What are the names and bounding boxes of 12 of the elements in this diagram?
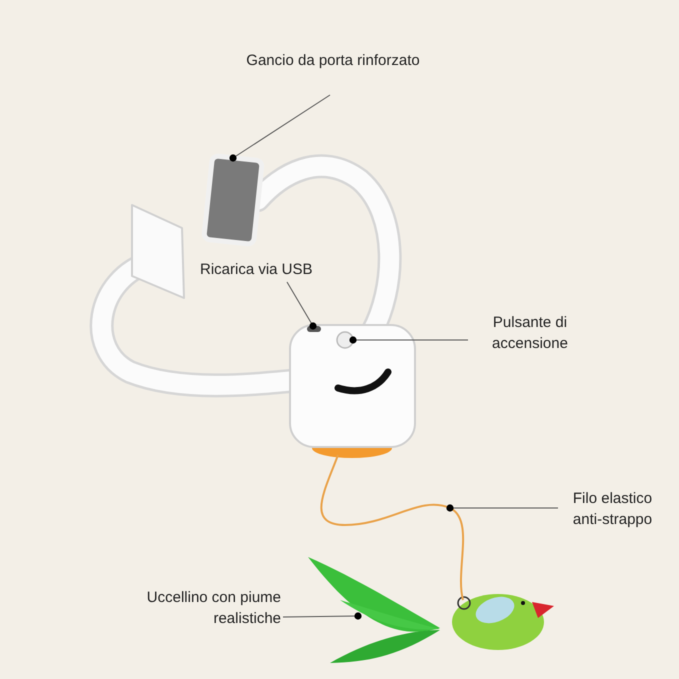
feather-tail: [308, 557, 440, 663]
leader-line: [229, 94, 330, 162]
leader-line: [286, 282, 317, 330]
callout-label: Ricarica via USB: [200, 259, 340, 280]
callout-label: Uccellino con piume realistiche: [81, 587, 281, 629]
callout-label: Pulsante di accensione: [470, 312, 590, 354]
callout-label: Gancio da porta rinforzato: [243, 50, 423, 71]
elastic-cord: [320, 454, 464, 600]
callout-label: Filo elastico anti-strappo: [560, 488, 665, 530]
leader-line: [446, 504, 558, 512]
leader-line: [349, 336, 468, 344]
leader-line: [282, 612, 362, 620]
